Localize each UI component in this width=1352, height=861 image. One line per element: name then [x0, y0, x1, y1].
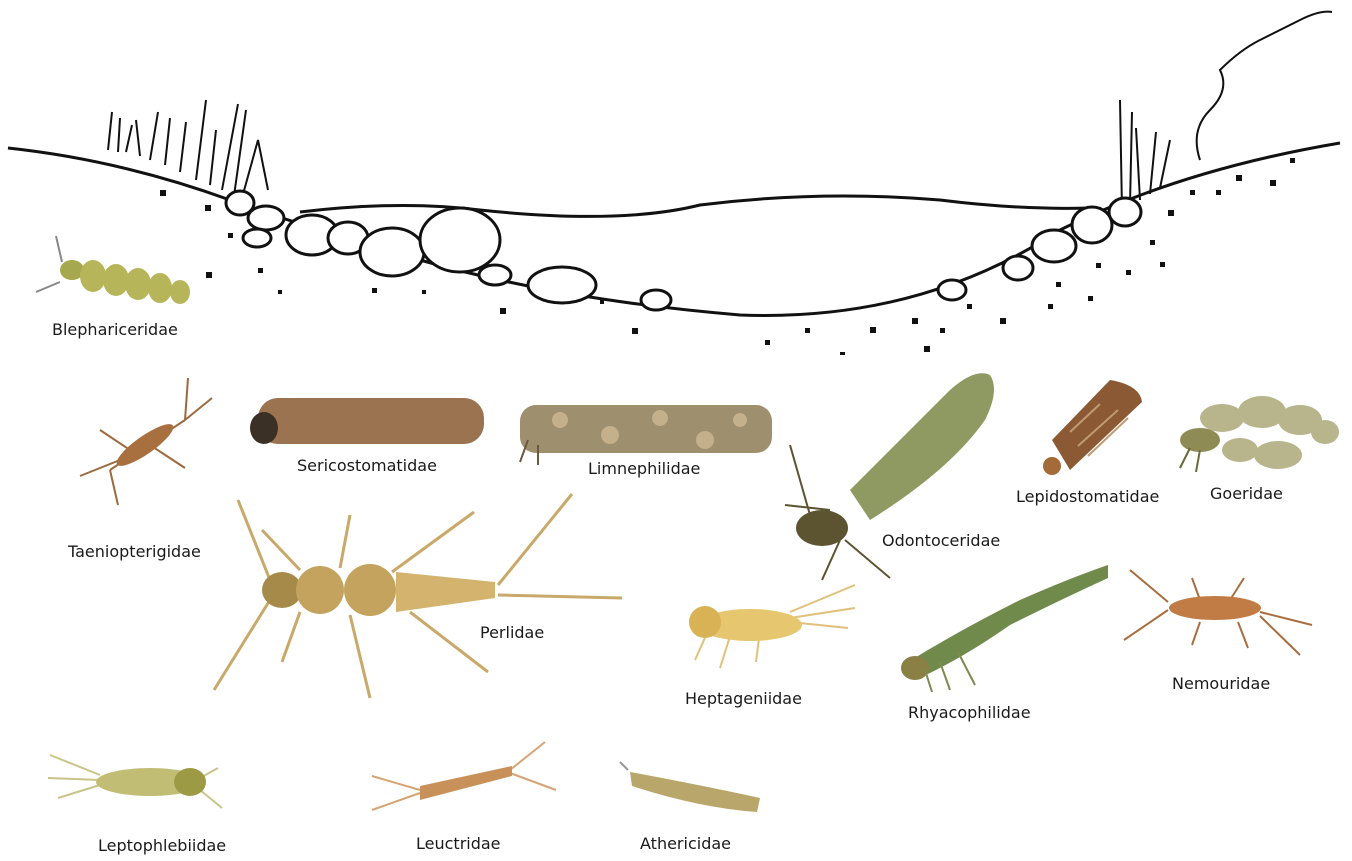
leptophlebiidae-illustration-icon [48, 755, 222, 808]
label-goeridae: Goeridae [1210, 484, 1283, 503]
goeridae-illustration-icon [1180, 396, 1339, 472]
lepidostomatidae-illustration-icon [1043, 380, 1142, 475]
label-taeniopterigidae: Taeniopterigidae [68, 542, 201, 561]
label-perlidae: Perlidae [480, 623, 544, 642]
athericidae-illustration-icon [620, 762, 760, 812]
sericostomatidae-illustration-icon [250, 398, 484, 444]
label-odontoceridae: Odontoceridae [882, 531, 1000, 550]
sediment-dots [160, 158, 1295, 355]
left-grass-icon [108, 100, 268, 198]
stream-bank-line [8, 143, 1340, 315]
label-lepidostomatidae: Lepidostomatidae [1016, 487, 1159, 506]
water-surface [300, 196, 1090, 216]
rhyacophilidae-illustration-icon [901, 565, 1108, 692]
right-vegetation-icon [1120, 12, 1332, 210]
nemouridae-illustration-icon [1124, 570, 1312, 655]
label-leuctridae: Leuctridae [416, 834, 501, 853]
leuctridae-illustration-icon [372, 742, 556, 810]
label-rhyacophilidae: Rhyacophilidae [908, 703, 1031, 722]
label-leptophlebiidae: Leptophlebiidae [98, 836, 226, 855]
label-sericostomatidae: Sericostomatidae [297, 456, 437, 475]
blephariceridae-illustration-icon [36, 236, 190, 304]
label-athericidae: Athericidae [640, 834, 731, 853]
perlidae-illustration-icon [214, 494, 622, 698]
label-heptageniidae: Heptageniidae [685, 689, 802, 708]
heptageniidae-illustration-icon [689, 585, 855, 668]
label-limnephilidae: Limnephilidae [588, 459, 700, 478]
label-nemouridae: Nemouridae [1172, 674, 1270, 693]
limnephilidae-illustration-icon [520, 405, 772, 465]
label-blephariceridae: Blephariceridae [52, 320, 178, 339]
taeniopterigidae-illustration-icon [80, 378, 212, 505]
